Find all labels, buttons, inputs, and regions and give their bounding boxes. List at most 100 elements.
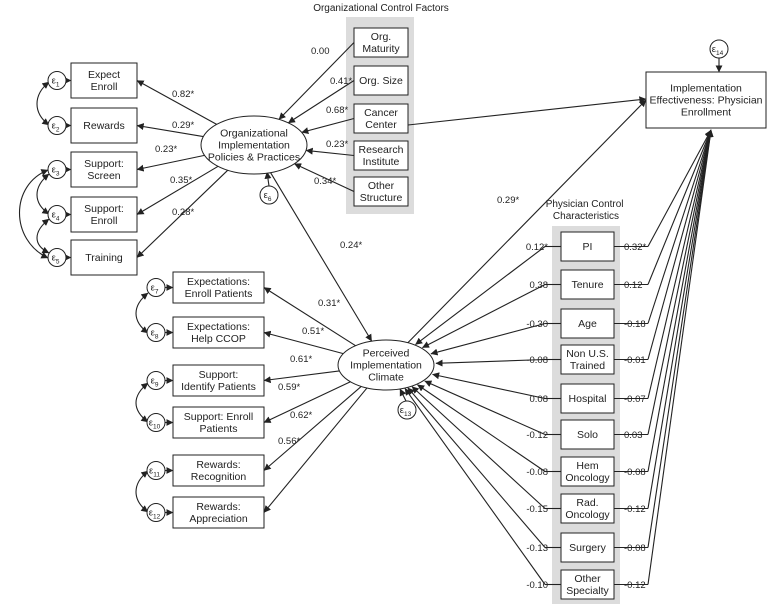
climate-indicator-5-label: Rewards:Recognition [191, 459, 247, 483]
coef-physician-control-5-climate: 0.08 [530, 394, 549, 405]
org-control-2-label: Org. Size [359, 75, 403, 87]
path-physician-control-1-outcome [647, 129, 712, 247]
path-physician-control-4-climate [435, 358, 546, 367]
coef-org-control-3: 0.68* [326, 105, 348, 116]
path-physician-control-8-outcome [647, 129, 714, 509]
svg-text:ε13: ε13 [400, 405, 412, 418]
path-org-control-1 [278, 42, 355, 120]
coef-policies-indicator-1: 0.82* [172, 89, 194, 100]
error-e12: ε12 [146, 503, 166, 522]
error-e7: ε7 [146, 278, 166, 297]
coef-climate-outcome: 0.29* [497, 195, 519, 206]
physician-controls-title: Physician Control Characteristics [546, 199, 627, 222]
path-org-control-4 [305, 147, 355, 157]
path-physician-control-6-climate [424, 380, 546, 436]
coef-policies-indicator-5: 0.28* [172, 207, 194, 218]
physician-control-1-label: PI [583, 241, 593, 253]
path-physician-control-6-outcome [647, 129, 714, 435]
path-physician-control-7-climate [417, 384, 546, 472]
cov-e11-e12 [135, 470, 149, 513]
coef-org-control-4: 0.23* [326, 139, 348, 150]
coef-climate-indicator-3: 0.61* [290, 354, 312, 365]
path-climate-outcome [407, 99, 647, 344]
physician-control-9: Surgery [560, 532, 615, 563]
coef-physician-control-3-outcome: -0.18 [624, 319, 646, 330]
physician-control-5-label: Hospital [569, 393, 607, 405]
cov-e4-e5 [36, 218, 50, 254]
path-physician-control-3-outcome [647, 129, 713, 324]
coef-physician-control-9-outcome: -0.08 [624, 543, 646, 554]
coef-physician-control-10-outcome: -0.12 [624, 580, 646, 591]
physician-control-2-label: Tenure [571, 279, 603, 291]
error-e3: ε3 [47, 160, 67, 179]
policies-indicator-5: Training [70, 239, 138, 276]
path-physician-control-7-outcome [647, 129, 714, 472]
error-e6: ε6 [259, 185, 279, 205]
path-policies-indicator-4 [136, 165, 219, 215]
path-physician-control-2-climate [422, 284, 546, 349]
climate-indicator-3-label: Support:Identify Patients [181, 369, 256, 393]
path-policies-indicator-1 [136, 80, 217, 125]
error-e2: ε2 [47, 116, 67, 135]
path-climate-indicator-4 [263, 381, 351, 423]
svg-text:ε8: ε8 [151, 328, 159, 341]
org-controls-title: Organizational Control Factors [313, 3, 449, 14]
coef-physician-control-6-outcome: 0.03 [624, 430, 643, 441]
path-physician-control-3-climate [430, 322, 546, 356]
coef-physician-control-1-climate: 0.12* [526, 242, 548, 253]
path-physician-control-1-climate [415, 246, 546, 345]
climate-indicator-5: Rewards:Recognition [172, 454, 265, 487]
coef-org-control-1: 0.00 [311, 46, 330, 57]
coef-org-control-5: 0.34* [314, 176, 336, 187]
coef-physician-control-5-outcome: -0.07 [624, 394, 646, 405]
svg-text:ε4: ε4 [52, 210, 60, 223]
policies-indicator-3-label: Support:Screen [84, 158, 124, 182]
path-policies-indicator-2 [136, 123, 204, 138]
path-org-control-5 [294, 163, 355, 192]
svg-text:ε3: ε3 [52, 165, 60, 178]
path-climate-indicator-5 [263, 385, 362, 471]
cov-e9-e10 [135, 382, 149, 423]
svg-text:ε12: ε12 [149, 508, 161, 521]
physician-control-4-label: Non U.S.Trained [566, 348, 609, 372]
cov-e3-e5 [18, 169, 49, 259]
org-control-1: Org.Maturity [353, 27, 409, 58]
coef-policies-indicator-2: 0.29* [172, 120, 194, 131]
svg-text:ε1: ε1 [52, 76, 60, 89]
coef-org-control-2: 0.41* [330, 76, 352, 87]
svg-text:ε7: ε7 [151, 283, 159, 296]
error-e5: ε5 [47, 248, 67, 267]
coef-physician-control-9-climate: -0.13 [526, 543, 548, 554]
climate-indicator-1: Expectations:Enroll Patients [172, 271, 265, 304]
physician-control-8: Rad.Oncology [560, 493, 615, 524]
physician-control-6: Solo [560, 419, 615, 450]
cov-e7-e8 [135, 292, 149, 334]
coef-climate-indicator-2: 0.51* [302, 326, 324, 337]
policies-indicator-2-label: Rewards [83, 120, 124, 132]
coef-climate-indicator-1: 0.31* [318, 298, 340, 309]
coef-policies-indicator-3: 0.23* [155, 144, 177, 155]
climate-indicator-6-label: Rewards:Appreciation [189, 501, 248, 525]
coef-physician-control-3-climate: -0.30 [526, 319, 548, 330]
path-arrows [18, 42, 723, 586]
error-e1: ε1 [47, 71, 67, 90]
coef-climate-indicator-6: 0.56* [278, 436, 300, 447]
coef-climate-indicator-5: 0.62* [290, 410, 312, 421]
path-physician-control-8-climate [411, 386, 546, 509]
path-physician-control-10-climate [404, 388, 546, 585]
path-climate-indicator-2 [263, 330, 344, 355]
physician-control-9-label: Surgery [569, 542, 607, 554]
coef-physician-control-2-climate: 0.38 [530, 280, 549, 291]
org-control-1-label: Org.Maturity [362, 31, 400, 55]
error-e11: ε11 [146, 461, 166, 480]
path-physician-control-9-climate [407, 387, 546, 548]
physician-control-1: PI [560, 231, 615, 262]
coefficient-labels: 0.82*0.29*0.23*0.35*0.28*0.000.41*0.68*0… [155, 46, 646, 591]
path-policies-indicator-3 [136, 154, 205, 172]
svg-text:ε5: ε5 [52, 253, 60, 266]
